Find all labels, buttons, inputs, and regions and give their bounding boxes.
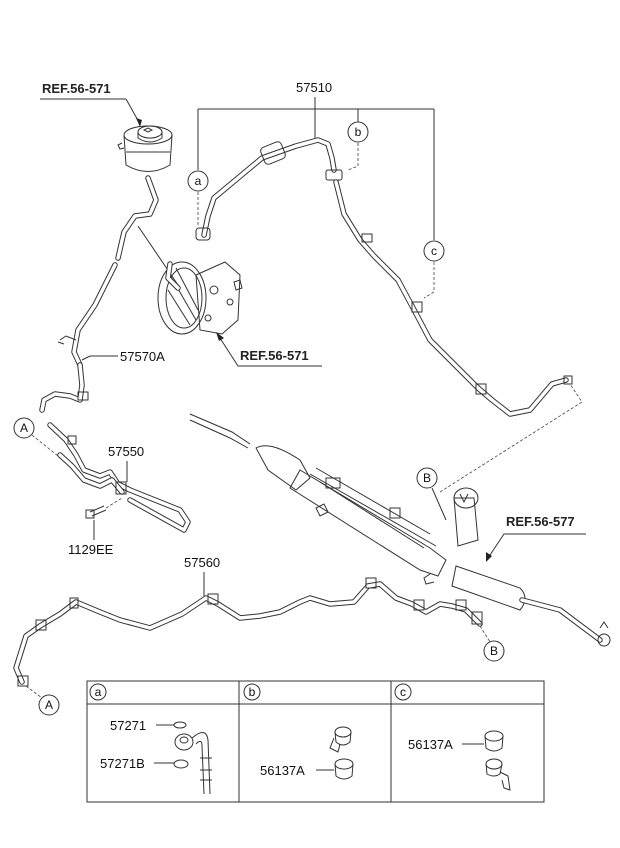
detail-c-part-56137A[interactable]: 56137A bbox=[408, 730, 504, 752]
ref-pump-leader bbox=[217, 334, 322, 367]
callout-B-bottom-circle bbox=[483, 640, 505, 662]
steering-gear-box bbox=[189, 413, 611, 647]
callout-A-top-circle bbox=[13, 417, 35, 439]
ref-pump-callout[interactable]: REF.56-571 bbox=[216, 332, 322, 367]
reservoir-tank bbox=[117, 125, 173, 172]
suction-hose-57570A bbox=[39, 362, 89, 413]
callout-B-top-text: B bbox=[423, 471, 431, 485]
detail-header-b: b bbox=[243, 683, 261, 701]
detail-c-clamp bbox=[485, 758, 511, 791]
detail-header-c-text: c bbox=[400, 685, 406, 699]
arrowhead-icon bbox=[136, 118, 142, 127]
detail-table: a b c 57271 57271B bbox=[86, 680, 545, 803]
callout-b-circle bbox=[347, 121, 369, 143]
oil-cooler-57550 bbox=[47, 422, 191, 533]
callout-B-top-circle bbox=[416, 467, 438, 489]
callout-a[interactable]: a bbox=[187, 170, 209, 226]
return-tube-57560 bbox=[13, 577, 483, 687]
callout-A-bottom-circle bbox=[38, 694, 60, 716]
ref-gear-box-leader bbox=[487, 533, 586, 559]
detail-b-clamp bbox=[329, 726, 352, 753]
detail-header-a-text: a bbox=[95, 685, 102, 699]
detail-header-b-text: b bbox=[249, 685, 256, 699]
return-tube-label-group[interactable]: 57560 bbox=[184, 555, 220, 596]
ref-gear-box-label[interactable]: REF.56-577 bbox=[506, 514, 575, 529]
callout-b[interactable]: b bbox=[347, 121, 369, 171]
pressure-hose-57510 bbox=[195, 137, 573, 417]
o-ring-icon bbox=[173, 721, 187, 729]
callout-a-text: a bbox=[195, 174, 202, 188]
ref-gear-box-callout[interactable]: REF.56-577 bbox=[486, 514, 586, 562]
callout-c-circle bbox=[423, 240, 445, 262]
detail-a-part-57271[interactable]: 57271 bbox=[110, 718, 187, 733]
callout-A-bottom-text: A bbox=[45, 698, 53, 712]
pressure-hose-label[interactable]: 57510 bbox=[296, 80, 332, 95]
callout-B-top[interactable]: B bbox=[416, 383, 583, 521]
detail-a-part-57271B[interactable]: 57271B bbox=[100, 756, 189, 771]
callout-B-bottom-text: B bbox=[490, 644, 498, 658]
callout-A-top[interactable]: A bbox=[13, 417, 59, 457]
ref-reservoir-label[interactable]: REF.56-571 bbox=[42, 81, 111, 96]
callout-B-bottom[interactable]: B bbox=[479, 625, 505, 662]
grommet-icon bbox=[484, 730, 504, 742]
arrowhead-icon bbox=[486, 552, 492, 562]
detail-a-label-57271B[interactable]: 57271B bbox=[100, 756, 145, 771]
callout-A-bottom[interactable]: A bbox=[25, 685, 60, 716]
suction-hose-label-group[interactable]: 57570A bbox=[81, 349, 165, 364]
detail-table-border bbox=[86, 680, 545, 803]
pressure-hose-label-group[interactable]: 57510 bbox=[197, 80, 435, 240]
return-tube-label[interactable]: 57560 bbox=[184, 555, 220, 570]
bolt-label[interactable]: 1129EE bbox=[68, 542, 114, 557]
detail-header-c: c bbox=[394, 683, 412, 701]
detail-b-part-56137A[interactable]: 56137A bbox=[260, 758, 354, 780]
power-steering-pump bbox=[157, 261, 243, 335]
suction-hose-label[interactable]: 57570A bbox=[120, 349, 165, 364]
detail-a-hose-fitting bbox=[174, 732, 212, 795]
oil-cooler-label-group[interactable]: 57550 bbox=[108, 444, 144, 482]
ref-reservoir-callout[interactable]: REF.56-571 bbox=[40, 81, 142, 127]
callout-c[interactable]: c bbox=[423, 240, 445, 299]
reservoir-hose bbox=[57, 175, 179, 368]
suction-hose-leader bbox=[81, 355, 118, 361]
detail-c-label-56137A[interactable]: 56137A bbox=[408, 737, 453, 752]
bolt-1129EE[interactable]: 1129EE bbox=[68, 497, 123, 557]
callout-c-text: c bbox=[431, 244, 437, 258]
callout-a-circle bbox=[187, 170, 209, 192]
detail-header-a: a bbox=[89, 683, 107, 701]
bolt-icon bbox=[89, 505, 107, 517]
callout-b-text: b bbox=[355, 125, 362, 139]
detail-b-label-56137A[interactable]: 56137A bbox=[260, 763, 305, 778]
callout-A-top-text: A bbox=[20, 421, 28, 435]
ref-pump-label[interactable]: REF.56-571 bbox=[240, 348, 309, 363]
detail-a-label-57271[interactable]: 57271 bbox=[110, 718, 146, 733]
oil-cooler-label[interactable]: 57550 bbox=[108, 444, 144, 459]
grommet-icon bbox=[334, 758, 354, 770]
arrowhead-icon bbox=[216, 332, 224, 341]
o-ring-icon bbox=[173, 759, 189, 769]
